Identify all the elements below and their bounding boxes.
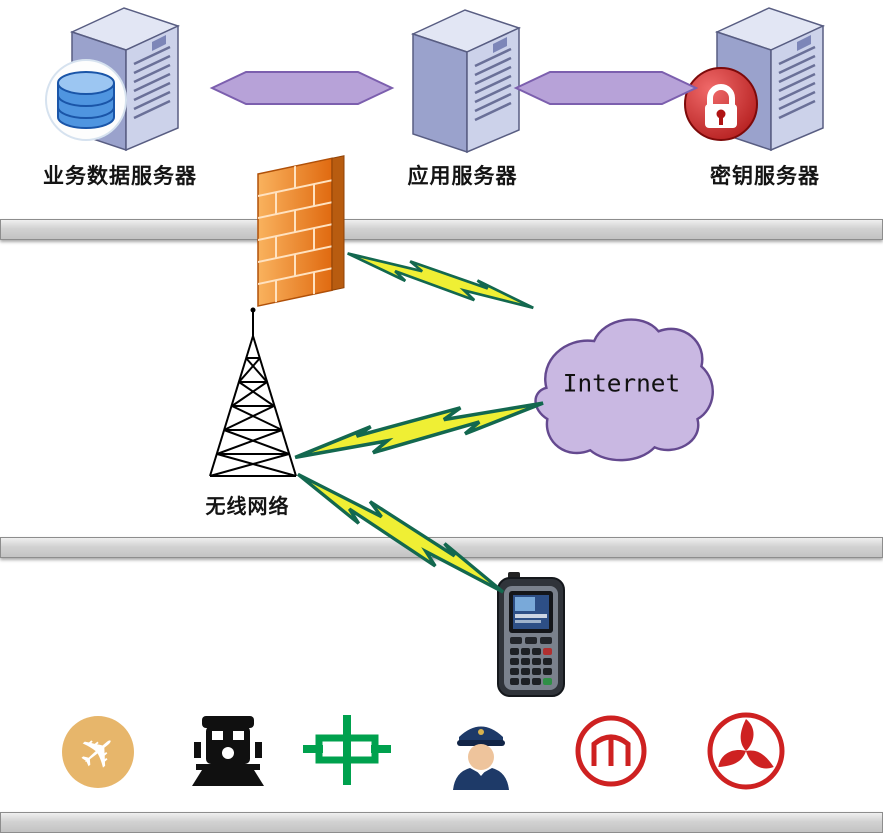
application-server-icon [411,8,521,154]
server-link-arrow-left [211,71,393,105]
internet-cloud-icon: Internet [534,318,714,462]
red-lock-icon [684,67,758,141]
social-security-icon [575,715,647,787]
database-cylinder-icon [45,59,127,141]
lightning-internet-tower [293,401,545,460]
business-data-server-label: 业务数据服务器 [43,165,197,188]
lightning-tower-terminal [281,472,520,594]
key-server-label: 密钥服务器 [710,165,820,188]
airline-icon: ✈ [62,716,134,788]
handheld-terminal-icon [497,572,565,697]
railway-icon [192,716,264,786]
server-link-arrow-right [515,71,697,105]
firewall-icon [257,155,345,307]
network-bus-bottom [0,812,883,833]
taxation-icon [707,712,785,790]
internet-label: Internet [563,369,680,398]
china-post-icon [303,715,391,785]
airplane-glyph: ✈ [65,718,131,786]
lightning-firewall-internet [343,252,538,310]
application-server-label: 应用服务器 [407,165,518,188]
network-bus-middle [0,537,883,558]
customs-officer-icon [453,726,509,790]
wireless-network-label: 无线网络 [205,496,290,518]
network-bus-top [0,219,883,240]
radio-tower-icon [209,307,297,477]
